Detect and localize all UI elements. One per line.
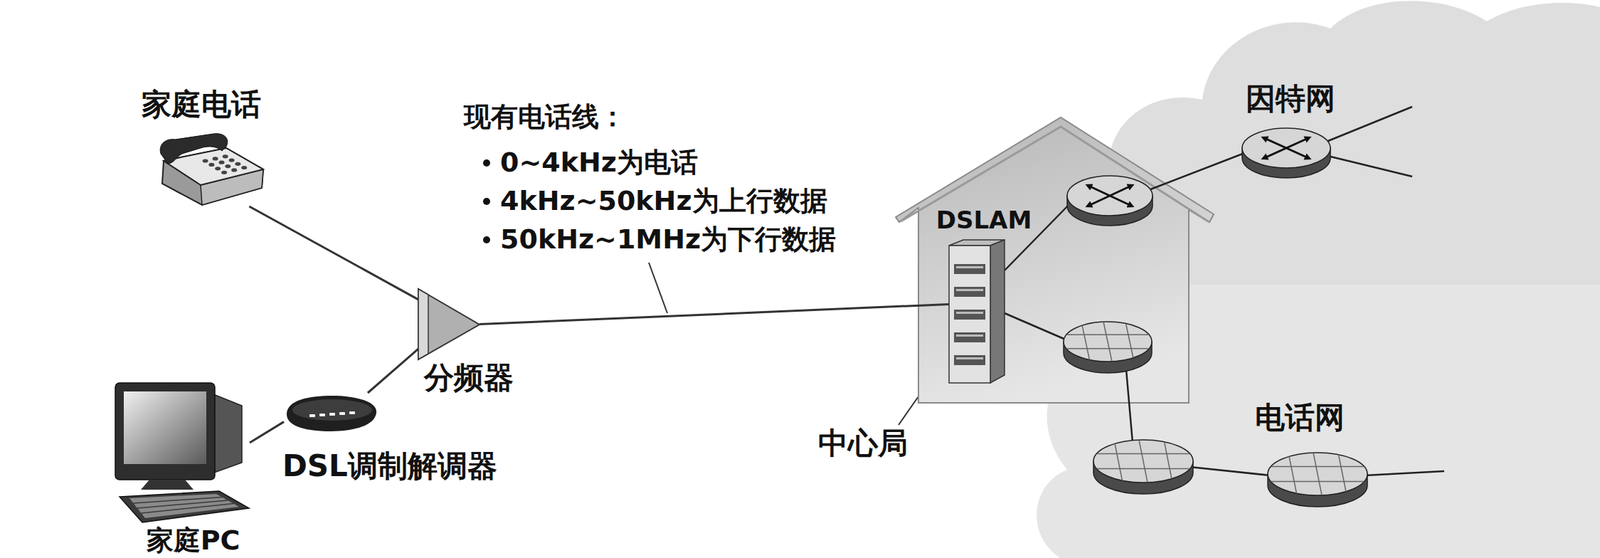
modem-shape xyxy=(283,392,380,434)
keyboard-keys xyxy=(129,493,240,518)
rack-module xyxy=(954,263,986,274)
phone-line xyxy=(479,303,950,324)
leader-line xyxy=(898,396,919,425)
rack-slot xyxy=(956,357,984,360)
network-link xyxy=(1146,152,1247,191)
label-holder: 现有电话线： xyxy=(463,102,627,133)
keyboard-row xyxy=(137,500,228,508)
modem-light xyxy=(349,411,356,415)
bullet-dot xyxy=(483,236,491,244)
splitter-triangle xyxy=(418,288,480,360)
router-top xyxy=(1067,175,1153,216)
monitor-screen xyxy=(123,391,207,464)
node-label: 分频器 xyxy=(424,361,514,395)
phone-key xyxy=(221,170,227,175)
modem-light xyxy=(309,414,316,417)
monitor-stand xyxy=(140,479,194,490)
phone-key xyxy=(224,164,231,168)
phone-key xyxy=(234,162,241,166)
label-holder: 4kHz~50kHz为上行数据 xyxy=(500,186,828,217)
switch-grid xyxy=(1267,452,1368,496)
node-label: DSL调制解调器 xyxy=(282,449,498,483)
rack-front xyxy=(949,245,991,383)
modem-light xyxy=(319,413,326,417)
house-outline xyxy=(895,117,1214,403)
splitter-shape xyxy=(418,288,480,360)
phone-line xyxy=(248,206,419,300)
modem-body xyxy=(286,395,377,432)
network-link xyxy=(1189,466,1271,476)
router-arrow xyxy=(1264,138,1309,158)
router-arrow xyxy=(1088,185,1132,206)
phone-key xyxy=(219,160,225,165)
modem-light xyxy=(339,411,346,415)
phone-key xyxy=(202,158,209,163)
phone-line xyxy=(249,421,284,443)
rack-slot xyxy=(956,334,984,337)
bullet-dot xyxy=(483,159,491,167)
network-link xyxy=(1125,361,1133,443)
node-label: DSLAM xyxy=(936,207,1033,234)
note-text: 50kHz~1MHz为下行数据 xyxy=(500,224,836,255)
router-arrow xyxy=(1264,138,1309,158)
node-label: 中心局 xyxy=(818,426,908,460)
network-link xyxy=(1364,470,1445,476)
leader-line xyxy=(648,262,668,314)
switch-grid xyxy=(1093,439,1194,483)
dslam-rack: DSLAM xyxy=(949,239,1005,383)
rack-module xyxy=(954,355,986,365)
phone-key xyxy=(222,154,229,158)
phone-key xyxy=(231,167,237,172)
phone-node: 家庭电话 xyxy=(157,132,266,207)
modem-node: DSL调制解调器 xyxy=(283,392,380,434)
network-link xyxy=(1324,155,1413,177)
splitter-node: 分频器 xyxy=(418,288,480,360)
rack-side xyxy=(990,239,1005,383)
rack-slot xyxy=(956,266,984,269)
phone-key xyxy=(241,165,247,170)
phone-key xyxy=(208,162,215,167)
phone-shape xyxy=(157,132,266,207)
label-holder: 50kHz~1MHz为下行数据 xyxy=(500,224,836,255)
node-label: 家庭电话 xyxy=(141,88,262,121)
network-link xyxy=(1004,313,1068,341)
keyboard xyxy=(119,490,249,523)
modem-top xyxy=(292,399,373,421)
note-text: 0~4kHz为电话 xyxy=(500,147,698,178)
rack-module xyxy=(954,286,986,297)
node-label: 电话网 xyxy=(1254,401,1345,434)
cloud-shape xyxy=(1036,284,1600,558)
splitter-face xyxy=(418,288,429,360)
monitor-bezel xyxy=(115,382,215,480)
phone-handset xyxy=(160,133,228,164)
phone-key xyxy=(229,158,235,163)
switch-grid xyxy=(1063,321,1152,362)
switch-top xyxy=(1093,439,1194,483)
router-top xyxy=(1242,128,1331,168)
label-holder: 0~4kHz为电话 xyxy=(500,147,698,178)
switch-top xyxy=(1063,321,1152,362)
router-arrow xyxy=(1088,185,1132,206)
note-text: 现有电话线： xyxy=(463,102,627,133)
node-label: 家庭PC xyxy=(146,526,241,554)
rack-slot xyxy=(956,288,984,291)
modem-light xyxy=(329,412,336,416)
rack-module xyxy=(954,309,986,320)
phone-key xyxy=(212,156,219,161)
note-text: 4kHz~50kHz为上行数据 xyxy=(500,186,828,217)
rack-module xyxy=(954,332,986,343)
pc-shape xyxy=(113,382,250,526)
central-office: 中心局DSLAM xyxy=(892,113,1221,406)
rack-shape xyxy=(949,239,1005,383)
switch-top xyxy=(1267,452,1368,496)
phone-key xyxy=(214,166,221,171)
pc-node: 家庭PC xyxy=(113,382,250,526)
node-label: 因特网 xyxy=(1245,82,1336,116)
house-shape xyxy=(892,113,1221,406)
keyboard-row xyxy=(141,503,235,514)
network-link xyxy=(1324,106,1413,143)
bullet-dot xyxy=(483,197,491,205)
rack-slot xyxy=(956,311,984,314)
phone-line xyxy=(367,348,419,393)
